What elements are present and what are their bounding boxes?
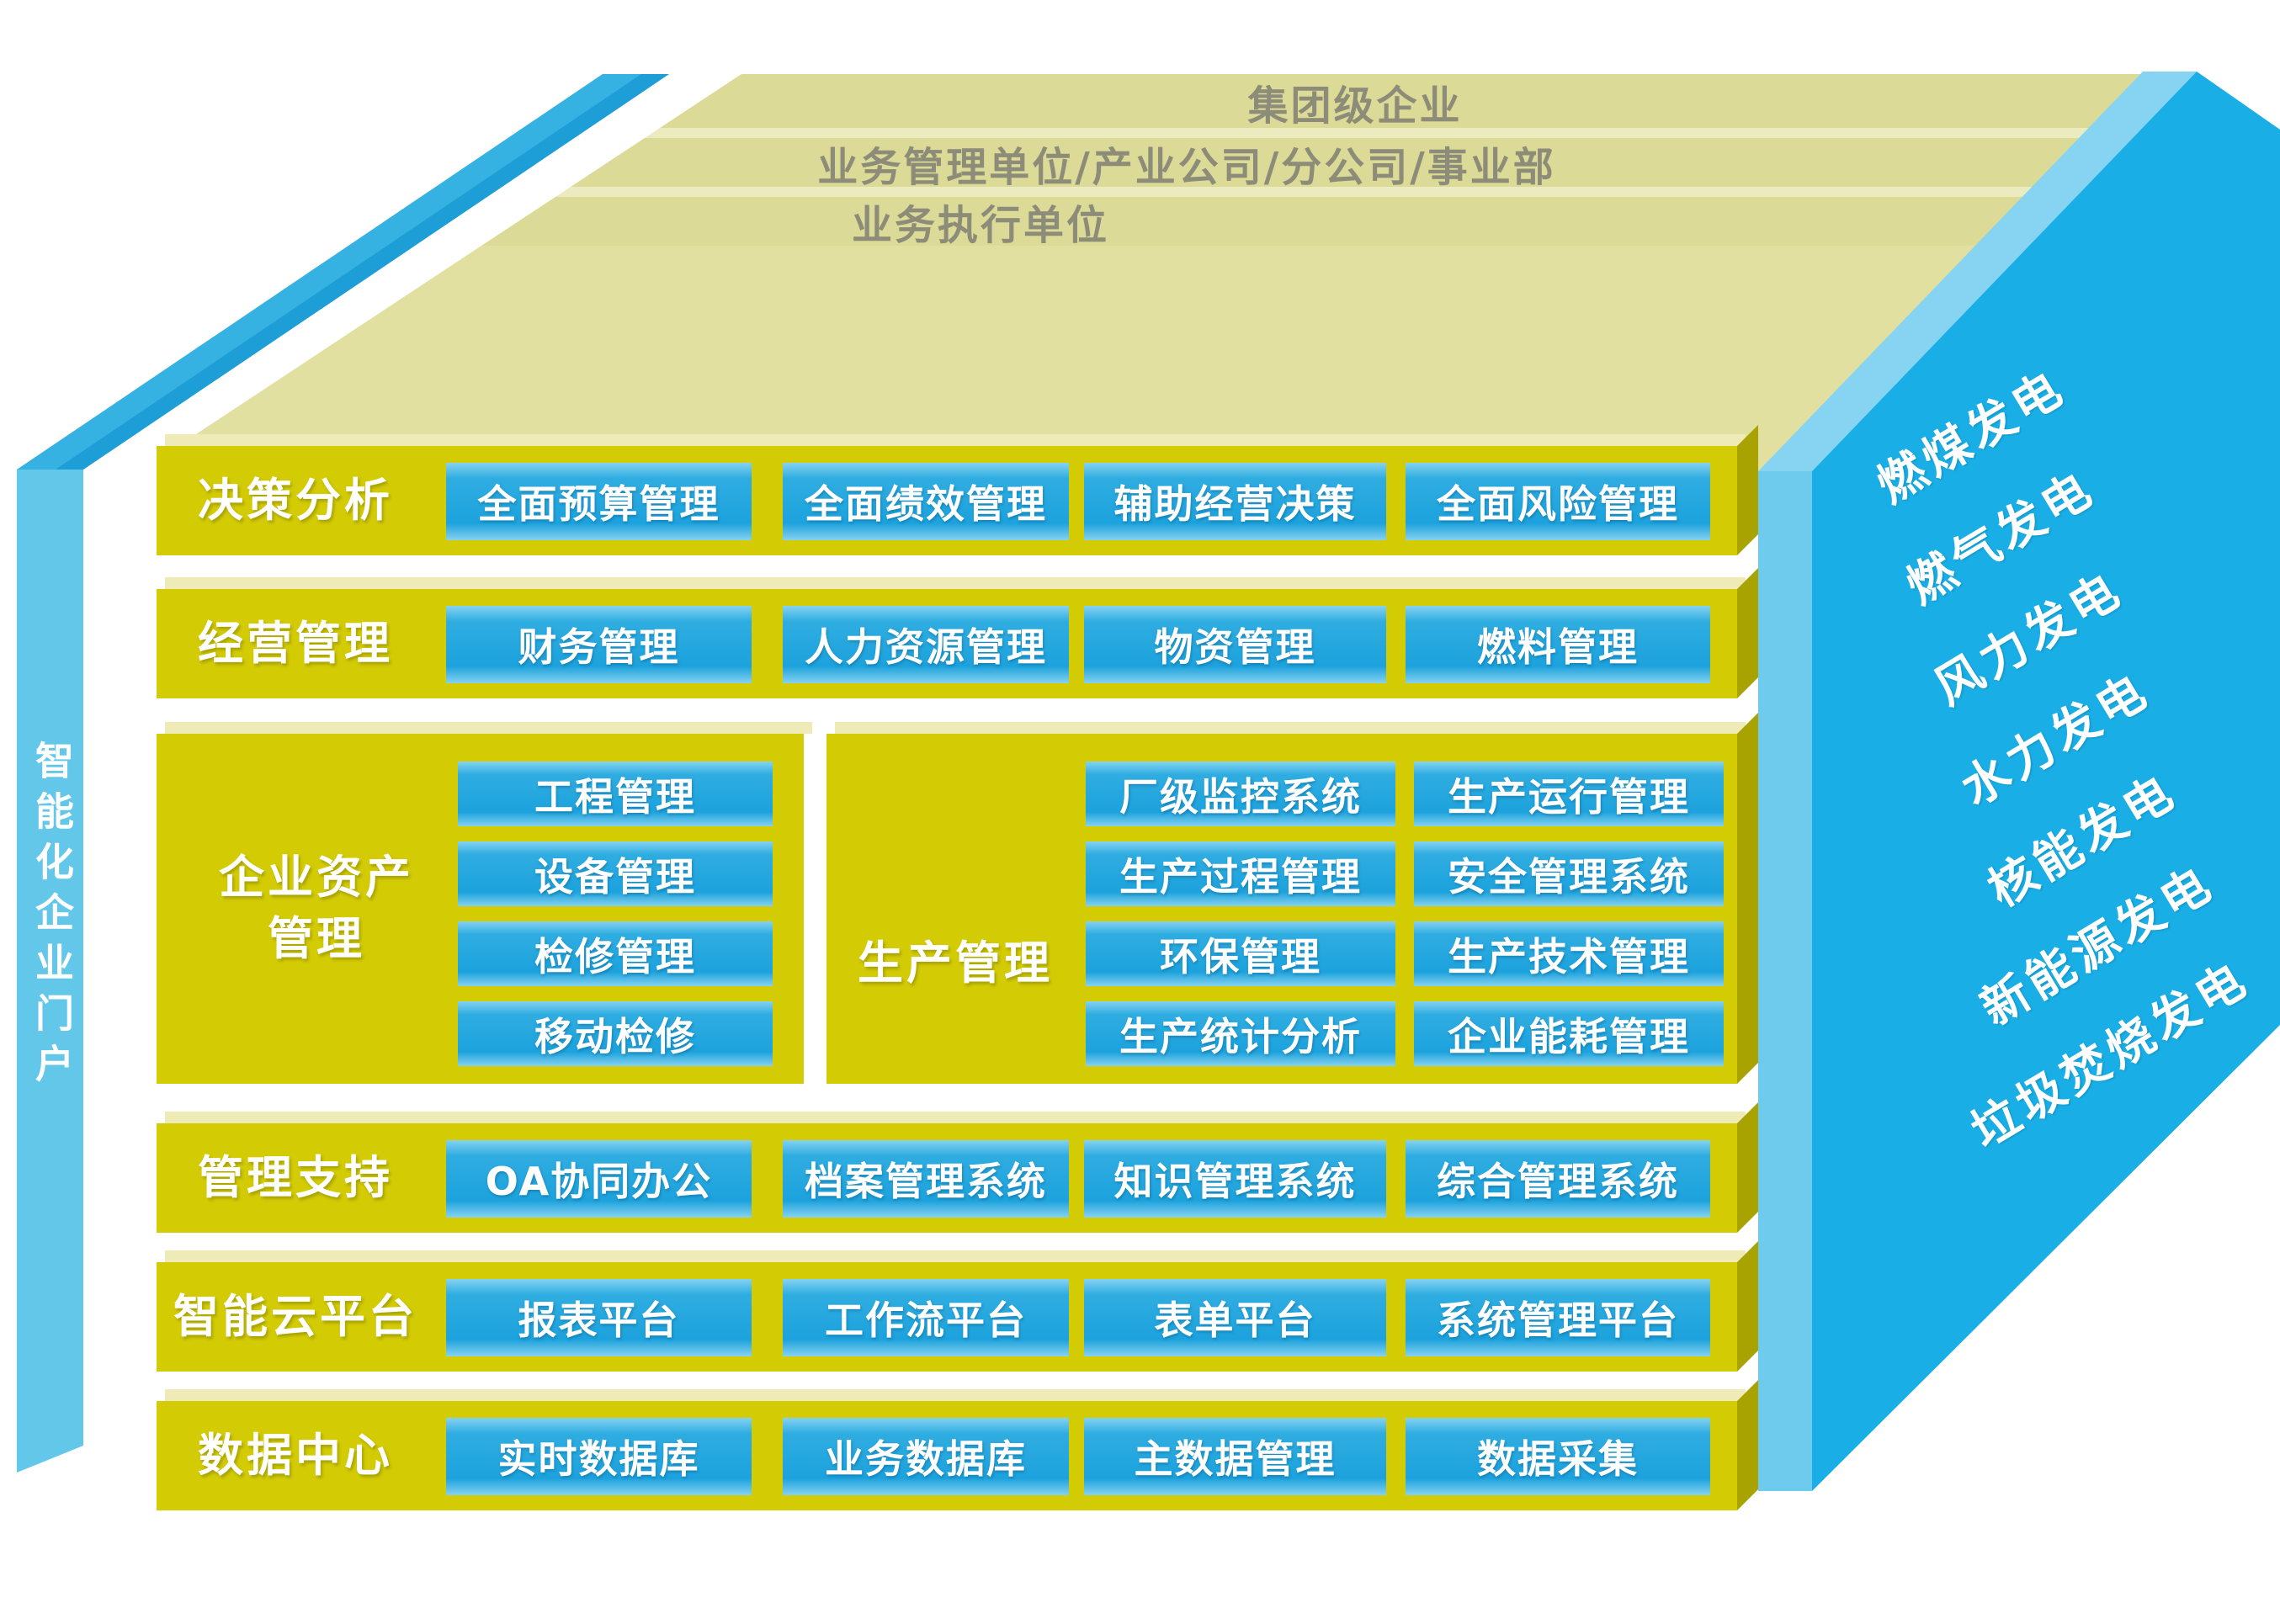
module-budget-mgmt: 全面预算管理 [446,463,752,540]
module-master-data-mgmt: 主数据管理 [1084,1418,1386,1495]
row-operation-label: 经营管理 [198,616,393,670]
row-operation-top-bevel [165,577,1746,589]
module-data-collection: 数据采集 [1406,1418,1710,1495]
row-data-top-bevel [165,1389,1746,1401]
module-finance-mgmt: 财务管理 [446,606,752,683]
band-business-exec-label: 业务执行单位 [851,202,1110,249]
module-risk-mgmt: 全面风险管理 [1406,463,1710,540]
row-cloud-top-bevel [165,1250,1746,1262]
module-fuel-mgmt: 燃料管理 [1406,606,1710,683]
row-decision-top-bevel [165,434,1746,446]
row-cloud-label: 智能云平台 [173,1289,417,1343]
module-energy-consumption: 企业能耗管理 [1414,1001,1724,1066]
module-form-platform: 表单平台 [1084,1279,1386,1356]
module-production-stats: 生产统计分析 [1086,1001,1395,1066]
module-decision-aid: 辅助经营决策 [1084,463,1386,540]
row-data-label: 数据中心 [198,1428,393,1482]
module-mobile-maintenance: 移动检修 [458,1001,773,1066]
portal-bar-label: 智能化企业门户 [29,740,75,1094]
band-group-enterprise-label: 集团级企业 [1247,82,1463,130]
module-report-platform: 报表平台 [446,1279,752,1356]
module-knowledge-system: 知识管理系统 [1084,1140,1386,1218]
module-performance-mgmt: 全面绩效管理 [783,463,1069,540]
block-asset-top-bevel [165,722,812,734]
module-plant-monitoring: 厂级监控系统 [1086,762,1395,826]
module-environment-mgmt: 环保管理 [1086,921,1395,986]
block-production-label: 生产管理 [858,936,1053,990]
module-archive-system: 档案管理系统 [783,1140,1069,1218]
module-production-tech: 生产技术管理 [1414,921,1724,986]
module-safety-system: 安全管理系统 [1414,841,1724,906]
band-business-mgmt-label: 业务管理单位/产业公司/分公司/事业部 [817,144,1556,191]
module-business-database: 业务数据库 [783,1418,1069,1495]
row-support-top-bevel [165,1112,1746,1123]
row-decision-label: 决策分析 [198,473,393,527]
module-project-mgmt: 工程管理 [458,762,773,826]
module-maintenance-mgmt: 检修管理 [458,921,773,986]
module-production-process: 生产过程管理 [1086,841,1395,906]
module-hr-mgmt: 人力资源管理 [783,606,1069,683]
row-support-label: 管理支持 [198,1150,393,1204]
module-workflow-platform: 工作流平台 [783,1279,1069,1356]
module-general-mgmt-system: 综合管理系统 [1406,1140,1710,1218]
module-material-mgmt: 物资管理 [1084,606,1386,683]
module-production-operation: 生产运行管理 [1414,762,1724,826]
module-system-mgmt-platform: 系统管理平台 [1406,1279,1710,1356]
block-production-top-bevel [835,722,1746,734]
module-oa-office: OA协同办公 [446,1140,752,1218]
module-realtime-database: 实时数据库 [446,1418,752,1495]
module-equipment-mgmt: 设备管理 [458,841,773,906]
block-asset-label: 企业资产 管理 [219,851,414,965]
